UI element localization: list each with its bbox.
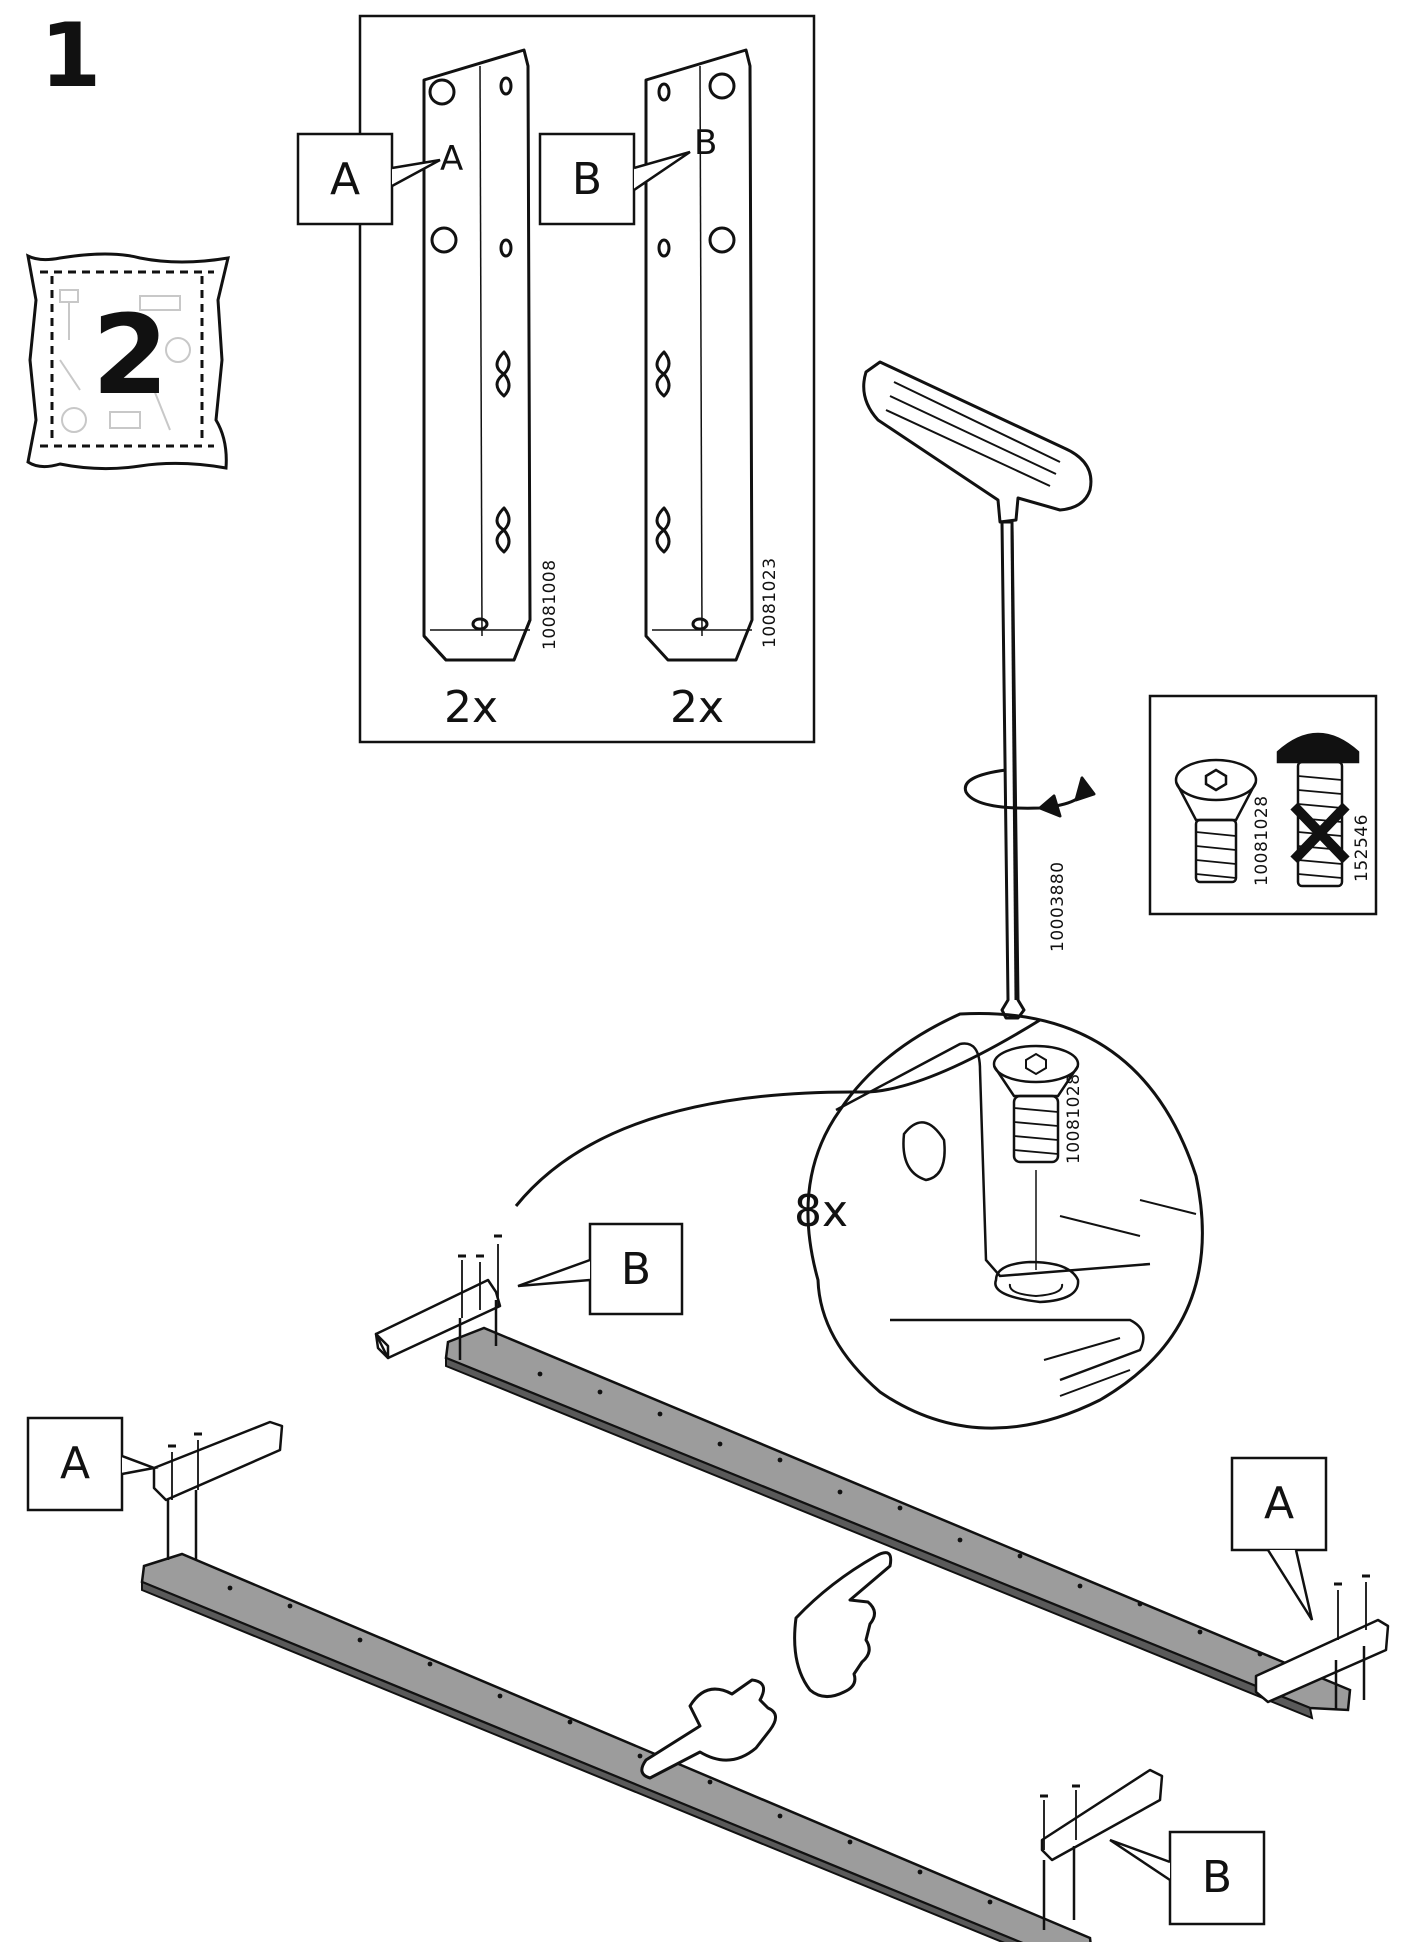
bracket-b-drawing (644, 48, 754, 662)
two-person-hands-icon (640, 1551, 893, 1780)
bracket-b-code: 10081023 (760, 557, 780, 648)
detail-screw-qty: 8x (794, 1186, 849, 1237)
parts-box (358, 14, 816, 744)
bracket-a-rear-right (1254, 1574, 1390, 1710)
detail-screw-code: 10081028 (1064, 1073, 1084, 1164)
callout-box-bottom-b (1168, 1830, 1266, 1926)
callout-box-left-a (26, 1416, 124, 1512)
bracket-b-front-right (1040, 1768, 1164, 1930)
bracket-b-qty: 2x (670, 682, 725, 733)
correct-screw-drawing (1174, 758, 1258, 884)
callout-label-top-b: B (620, 1244, 652, 1295)
callout-box-b (538, 132, 636, 226)
bracket-a-stamp: A (440, 139, 464, 179)
correct-screw-code: 10081028 (1252, 795, 1272, 886)
hex-key-code: 10003880 (1048, 861, 1068, 952)
callout-label-a: A (329, 154, 361, 205)
wrong-screw-code: 152546 (1352, 814, 1372, 882)
callout-label-left-a: A (59, 1438, 91, 1489)
hex-key-tool-drawing (862, 360, 1096, 1020)
detail-magnifier (514, 1011, 1204, 1430)
callout-label-bottom-b: B (1201, 1852, 1233, 1903)
callout-label-right-a: A (1263, 1478, 1295, 1529)
bracket-a-drawing (422, 48, 532, 662)
bracket-a-front-left (152, 1420, 284, 1560)
step-number: 1 (40, 4, 102, 107)
front-board-drawing (140, 1552, 1092, 1942)
wrong-screw-drawing (1276, 732, 1360, 888)
bracket-a-qty: 2x (444, 682, 499, 733)
hardware-bag-number: 2 (92, 291, 169, 419)
bracket-b-rear-left (374, 1234, 502, 1360)
rear-board-drawing (444, 1326, 1352, 1720)
screw-compare-box (1148, 694, 1378, 916)
bracket-a-code: 10081008 (540, 559, 560, 650)
bracket-b-stamp: B (694, 123, 718, 163)
callout-label-b: B (571, 154, 603, 205)
hardware-bag-icon (25, 252, 230, 471)
